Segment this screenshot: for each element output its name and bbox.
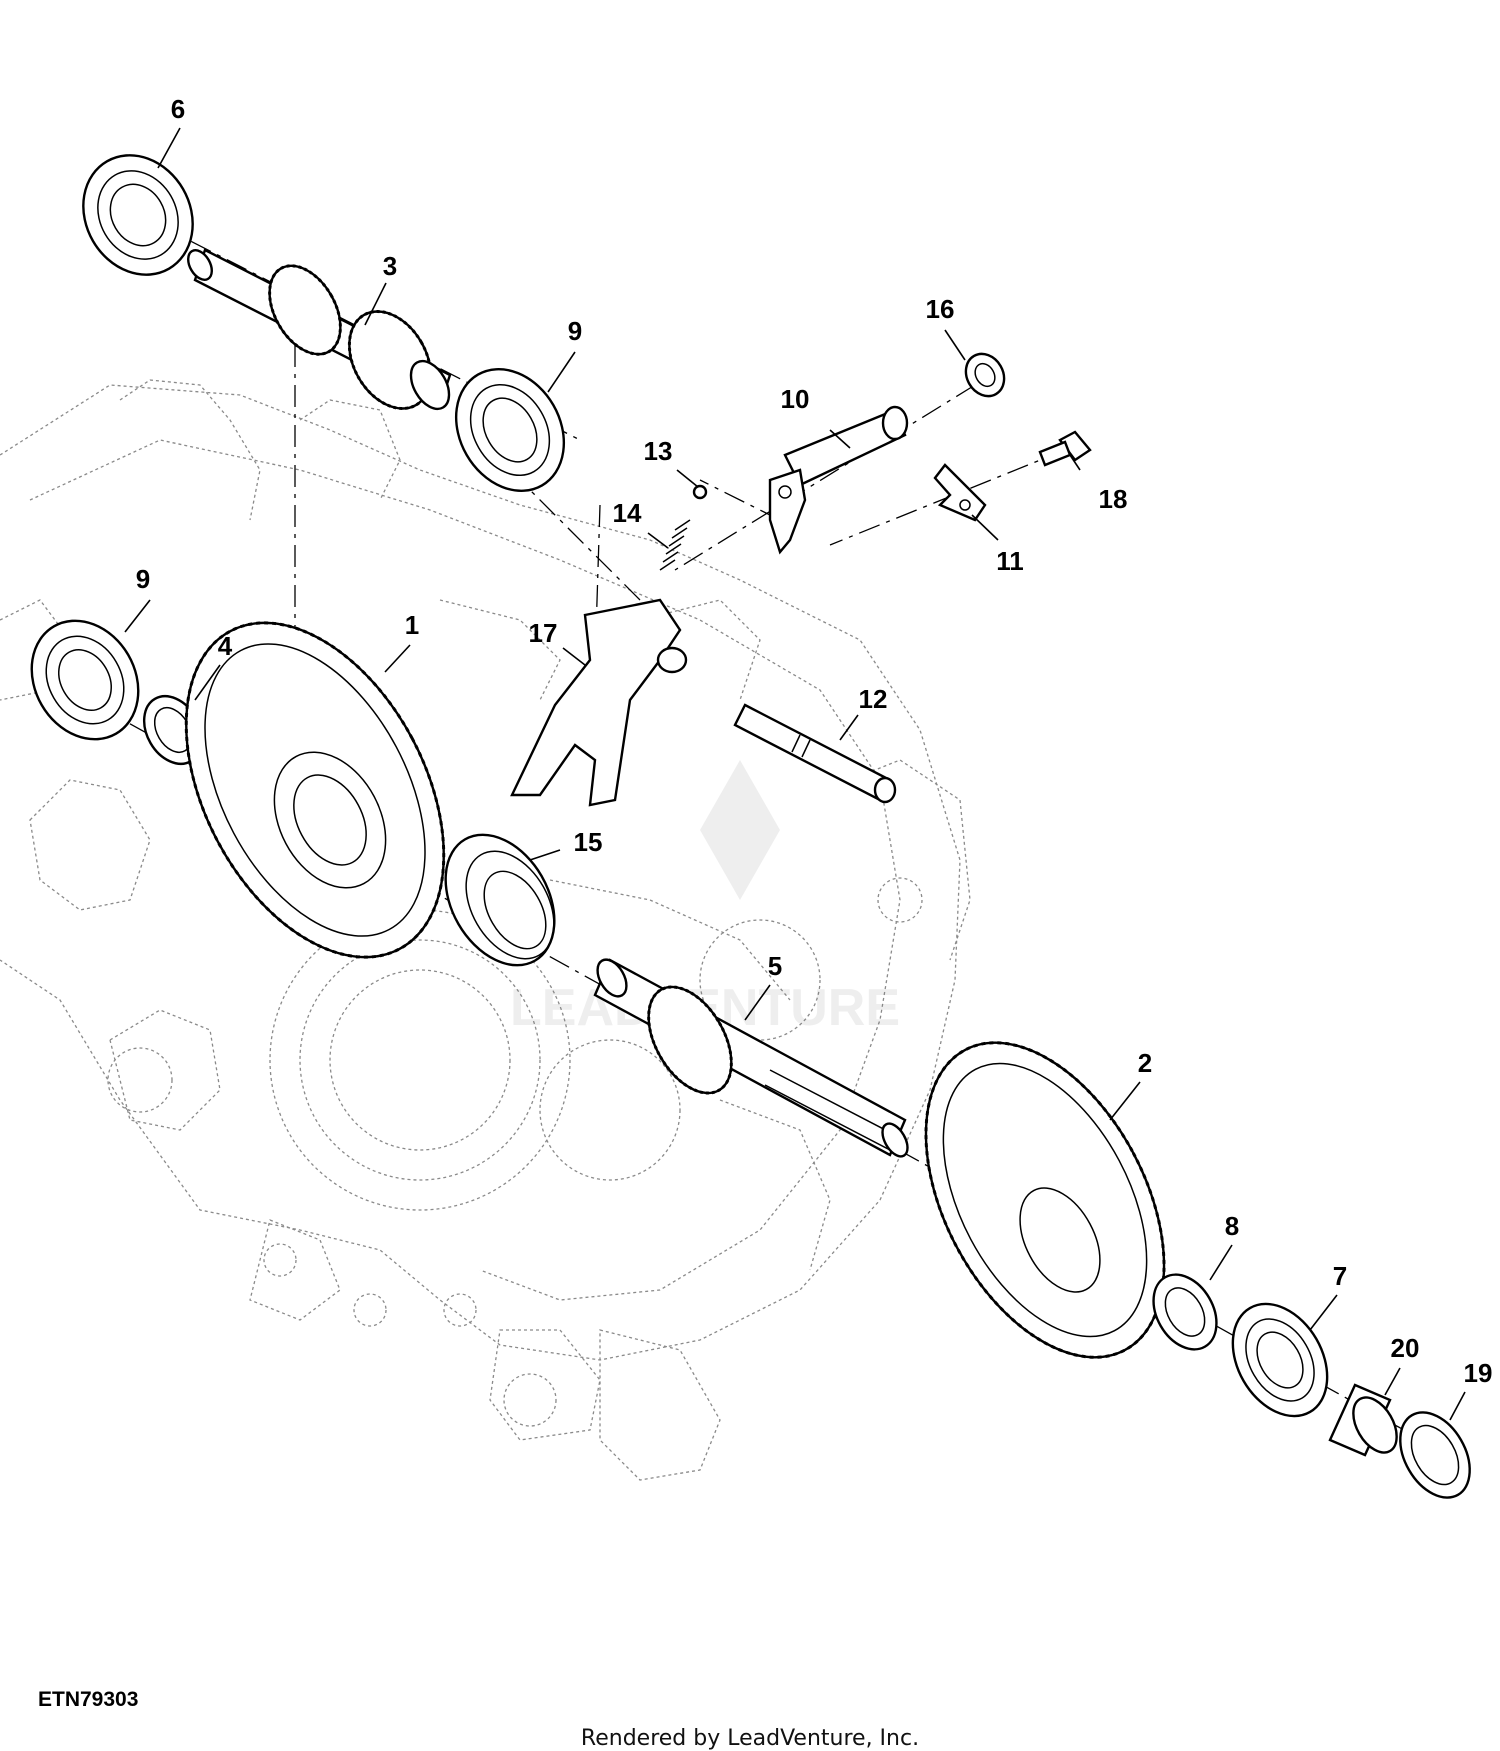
callout-18: 18 (1099, 484, 1128, 514)
washer-8 (1152, 1273, 1218, 1351)
washer-16 (964, 352, 1006, 398)
callout-5: 5 (768, 951, 782, 981)
callout-20: 20 (1391, 1333, 1420, 1363)
callout-6: 6 (171, 94, 185, 124)
shaft-5 (593, 958, 909, 1158)
callout-19: 19 (1464, 1358, 1493, 1388)
callout-7: 7 (1333, 1261, 1347, 1291)
callout-labels: 6 3 9 9 4 1 16 10 13 18 14 11 17 12 15 5… (136, 94, 1493, 1388)
diagram-reference-code: ETN79303 (38, 1688, 139, 1711)
retaining-clip-11 (933, 463, 987, 522)
shaft-gear-3 (187, 248, 452, 411)
callout-16: 16 (926, 294, 955, 324)
callout-14: 14 (613, 498, 642, 528)
gear-1 (184, 621, 446, 959)
callout-1: 1 (405, 610, 419, 640)
shift-lever-10 (768, 405, 909, 555)
bolt-18 (1038, 430, 1092, 467)
shift-fork-17 (510, 598, 688, 807)
callout-13: 13 (644, 436, 673, 466)
callout-2: 2 (1138, 1048, 1152, 1078)
callout-9-lower: 9 (136, 564, 150, 594)
shift-rod-12 (733, 703, 897, 804)
bearing-7 (1231, 1302, 1329, 1418)
callout-17: 17 (529, 618, 558, 648)
render-credit: Rendered by LeadVenture, Inc. (580, 1726, 920, 1751)
callout-9-upper: 9 (568, 316, 582, 346)
watermark-logo: LEADVENTURE (510, 760, 900, 1037)
callout-leaders (124, 127, 1466, 1421)
bearing-9-lower (30, 619, 140, 741)
callout-3: 3 (383, 251, 397, 281)
callout-4: 4 (218, 631, 233, 661)
ball-13 (692, 484, 708, 500)
gear-2 (924, 1041, 1166, 1359)
seal-19 (1399, 1411, 1471, 1499)
callout-10: 10 (781, 384, 810, 414)
callout-12: 12 (859, 684, 888, 714)
sleeve-20 (1328, 1383, 1398, 1457)
collar-15 (444, 833, 556, 967)
callout-11: 11 (996, 546, 1024, 576)
bearing-9-upper (454, 367, 566, 493)
spring-14 (659, 519, 691, 571)
callout-8: 8 (1225, 1211, 1239, 1241)
callout-15: 15 (574, 827, 603, 857)
bearing-6 (82, 154, 194, 276)
